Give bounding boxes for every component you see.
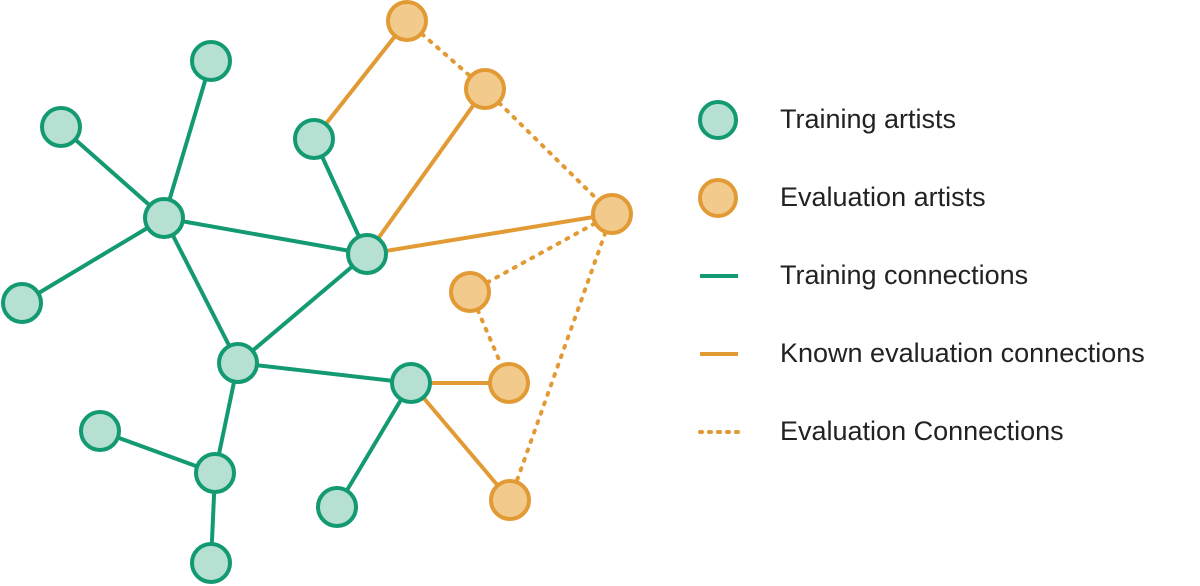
evaluation-artist-node [489, 479, 531, 521]
nodes-layer [1, 0, 633, 584]
training-artist-node [217, 342, 259, 384]
legend-item-training-connections: Training connections [698, 246, 1200, 324]
training-artist-node [293, 118, 335, 160]
training-artist-node [390, 362, 432, 404]
evaluation-artist-node [488, 362, 530, 404]
evaluation-connection-edge [483, 87, 614, 216]
training-connection-edge [162, 217, 240, 364]
legend-label: Evaluation Connections [780, 416, 1064, 446]
legend-label: Training connections [780, 260, 1029, 290]
legend-item-evaluation-connections: Evaluation Connections [698, 402, 1200, 480]
legend-item-training-artists: Training artists [698, 90, 1200, 168]
legend-label: Evaluation artists [780, 182, 986, 212]
legend-label: Training artists [780, 104, 957, 134]
training-artist-node [143, 197, 185, 239]
training-artist-node [79, 410, 121, 452]
edges-layer [20, 19, 614, 564]
training-artist-node [40, 106, 82, 148]
training-connection-edge [335, 381, 413, 509]
evaluation-edge-swatch-icon [698, 430, 742, 434]
training-connection-edge [236, 252, 369, 365]
training-edge-swatch-icon [700, 274, 738, 278]
training-connection-edge [163, 216, 368, 256]
evaluation-artist-node [591, 193, 633, 235]
training-artist-node [194, 452, 236, 494]
evaluation-connection-edge [405, 19, 487, 91]
training-connection-edge [237, 361, 412, 385]
evaluation-artist-node [386, 0, 428, 42]
evaluation-connection-edge [468, 212, 614, 294]
evaluation-connection-edge [508, 212, 614, 502]
training-artist-node [190, 542, 232, 584]
training-node-swatch-icon [698, 100, 738, 140]
known-evaluation-edge-swatch-icon [700, 352, 738, 356]
legend-label: Known evaluation connections [780, 338, 1145, 368]
training-artist-node [316, 486, 358, 528]
training-artist-node [1, 282, 43, 324]
training-connection-edge [162, 60, 213, 219]
known-evaluation-connection-edge [312, 19, 409, 141]
training-connection-edge [59, 125, 166, 220]
evaluation-artist-node [449, 271, 491, 313]
known-evaluation-connection-edge [366, 212, 613, 256]
training-artist-node [190, 40, 232, 82]
evaluation-artist-node [464, 68, 506, 110]
known-evaluation-connection-edge [365, 87, 487, 256]
training-connection-edge [312, 138, 369, 255]
evaluation-node-swatch-icon [698, 178, 738, 218]
known-evaluation-connection-edge [409, 381, 512, 502]
training-artist-node [346, 233, 388, 275]
legend-item-evaluation-artists: Evaluation artists [698, 168, 1200, 246]
legend: Training artists Evaluation artists Trai… [698, 90, 1200, 480]
training-connection-edge [20, 216, 166, 305]
legend-item-known-evaluation-connections: Known evaluation connections [698, 324, 1200, 402]
